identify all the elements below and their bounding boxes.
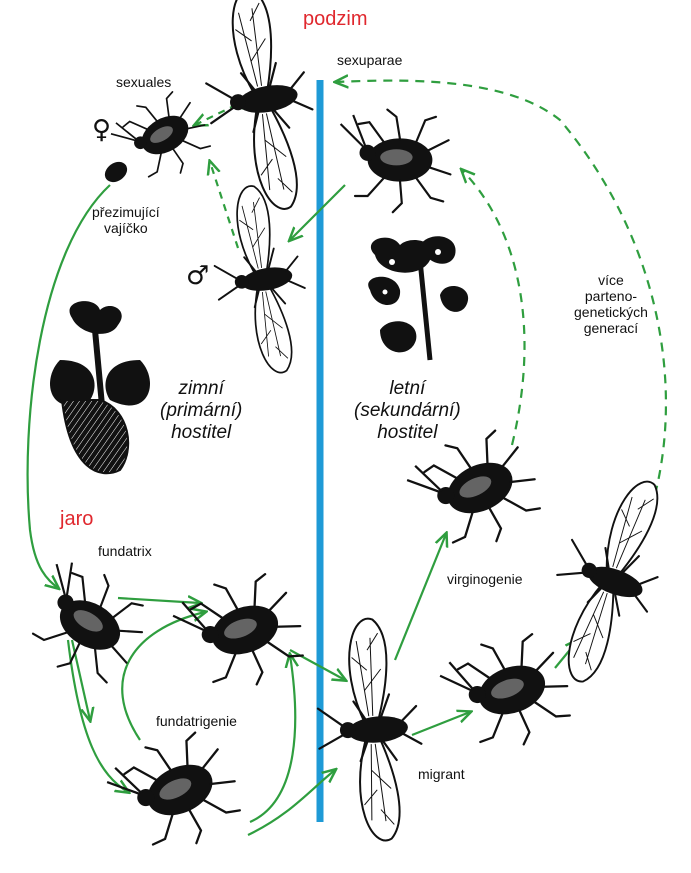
fundatrigenie-aphid-bottom-icon	[101, 719, 252, 866]
overwintering-egg-icon	[101, 158, 131, 187]
spring-label: jaro	[60, 508, 93, 531]
virginogenie-label: virginogenie	[447, 571, 523, 587]
fundatrix-label: fundatrix	[98, 543, 152, 559]
apterous-virginogenie-icon	[435, 622, 581, 763]
autumn-label: podzim	[303, 8, 367, 31]
migrant-winged-aphid-icon	[309, 615, 430, 846]
arrow-fundatrix-to-fundatrigenie-top	[118, 598, 200, 603]
fundatrigenie-label: fundatrigenie	[156, 713, 237, 729]
sexuparae-label: sexuparae	[337, 52, 402, 68]
sexuparae-aphid-icon	[341, 110, 451, 213]
fundatrix-aphid-icon	[12, 552, 158, 696]
winged-male-icon	[200, 180, 318, 381]
secondary-host-label: letní (sekundární) hostitel	[354, 378, 461, 444]
parthenogenetic-generations-label: více parteno- genetických generací	[574, 272, 648, 336]
migrant-label: migrant	[418, 766, 465, 782]
arrow-bottom-to-top-fundatrigenie	[250, 655, 295, 822]
overwintering-egg-label: přezimující vajíčko	[92, 204, 160, 236]
arrow-migrant-to-apterous	[412, 712, 470, 735]
arrow-male-to-female	[210, 162, 238, 248]
winged-sexuparae-autumn-icon	[189, 0, 328, 219]
secondary-host-plant-icon	[368, 236, 468, 360]
female-symbol: ♀	[92, 116, 111, 146]
sexuales-label: sexuales	[116, 74, 171, 90]
arrow-virginogenie-to-sexuparae	[462, 170, 525, 445]
arrow-migrant-to-virginogenie	[395, 534, 446, 660]
male-symbol: ♂	[186, 262, 209, 292]
winged-virginogenie-icon	[526, 463, 689, 695]
primary-host-plant-icon	[50, 301, 150, 473]
fundatrigenie-aphid-top-icon	[168, 562, 314, 703]
primary-host-label: zimní (primární) hostitel	[160, 378, 242, 444]
